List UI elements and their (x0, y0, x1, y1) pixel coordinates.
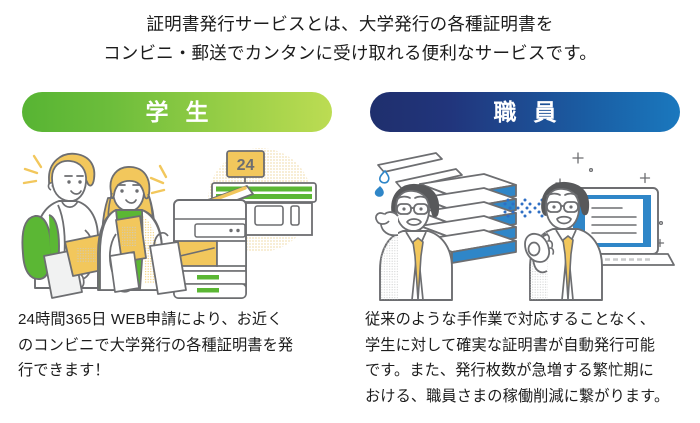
happy-staff-member-ok-sign (524, 181, 603, 301)
banner-student: 学生 (22, 92, 332, 132)
body-copy-student: 24時間365日 WEB申請により、お近く のコンビニで大学発行の各種証明書を発… (18, 307, 336, 384)
body-copy-staff-line-2: 学生に対して確実な証明書が自動発行可能 (365, 336, 656, 354)
store-sign-24-text: 24 (237, 157, 255, 174)
illustration-staff (360, 138, 690, 303)
stressed-staff-member (375, 183, 453, 301)
sweat-drops (374, 169, 390, 197)
sparkle-lines-right (149, 164, 168, 195)
banner-student-label: 学生 (145, 98, 226, 125)
staff-paperwork-to-automation-graphic (374, 152, 675, 301)
banner-staff: 職員 (370, 92, 680, 132)
students-convenience-store-copier-graphic: 24 (21, 148, 317, 299)
illustration-student: 24 (12, 138, 342, 303)
body-copy-student-line-2: のコンビニで大学発行の各種証明書を発 (18, 336, 294, 354)
body-copy-student-line-3: 行できます！ (18, 362, 110, 379)
ok-hand-icon (524, 232, 555, 263)
banner-staff-label: 職員 (493, 98, 574, 125)
body-copy-staff-line-4: おける、職員さまの稼働削減に繋がります。 (365, 387, 670, 405)
page-title-line-1: 証明書発行サービスとは、大学発行の各種証明書を (146, 14, 554, 34)
student-male-with-backpack (21, 152, 113, 299)
page-title: 証明書発行サービスとは、大学発行の各種証明書を コンビニ・郵送でカンタンに受け取… (0, 10, 700, 68)
column-staff: 職員 (360, 88, 690, 303)
multifunction-copier (173, 185, 254, 299)
sparkle-lines-left (22, 154, 43, 185)
body-copy-staff-line-1: 従来のような手作業で対応することなく、 (365, 311, 656, 328)
body-copy-staff-line-3: です。また、発行枚数が急増する繁忙期に (365, 362, 654, 379)
body-copy-staff: 従来のような手作業で対応することなく、 学生に対して確実な証明書が自動発行可能 … (365, 307, 683, 409)
document-lines (591, 207, 637, 234)
body-copy-student-line-1: 24時間365日 WEB申請により、お近く (18, 311, 283, 328)
sparkle-marks (551, 152, 665, 248)
student-female-with-bag (97, 166, 187, 295)
page-title-line-2: コンビニ・郵送でカンタンに受け取れる便利なサービスです。 (103, 43, 597, 63)
column-student: 学生 (12, 88, 342, 303)
